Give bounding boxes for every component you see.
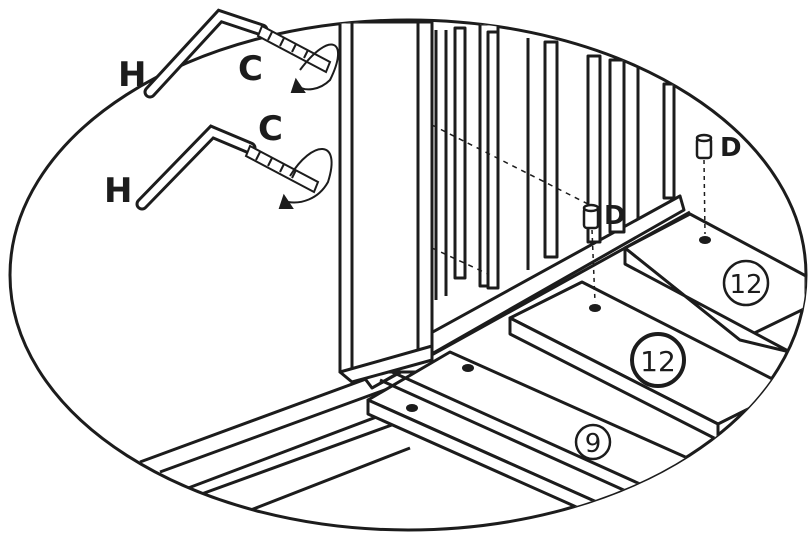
label-d-left: D — [604, 201, 626, 231]
label-h-top: H — [118, 55, 146, 95]
alignment-lines — [431, 124, 591, 275]
label-c-bottom: C — [258, 109, 283, 149]
label-d-right: D — [720, 133, 742, 163]
corner-post — [338, 20, 434, 384]
dowel-icon — [582, 203, 600, 230]
rotation-arrow-icon — [278, 148, 333, 209]
part-number-9: 9 — [574, 423, 612, 461]
svg-text:12: 12 — [640, 345, 676, 378]
label-h-bottom: H — [104, 171, 132, 211]
rotation-arrow-icon — [290, 43, 340, 93]
wall-panels — [434, 22, 676, 300]
allen-key-icon — [143, 8, 269, 99]
part-number-12-front: 12 — [630, 332, 686, 388]
floor-rails — [139, 370, 411, 522]
label-c-top: C — [238, 49, 263, 89]
svg-text:9: 9 — [585, 429, 602, 459]
screw-icon — [244, 144, 320, 194]
dowel-icon — [695, 133, 713, 160]
allen-key-icon — [135, 124, 257, 211]
svg-text:12: 12 — [729, 270, 762, 300]
screw-icon — [256, 24, 332, 74]
part-number-12-back: 12 — [722, 259, 770, 307]
dowel-holes — [406, 236, 711, 412]
